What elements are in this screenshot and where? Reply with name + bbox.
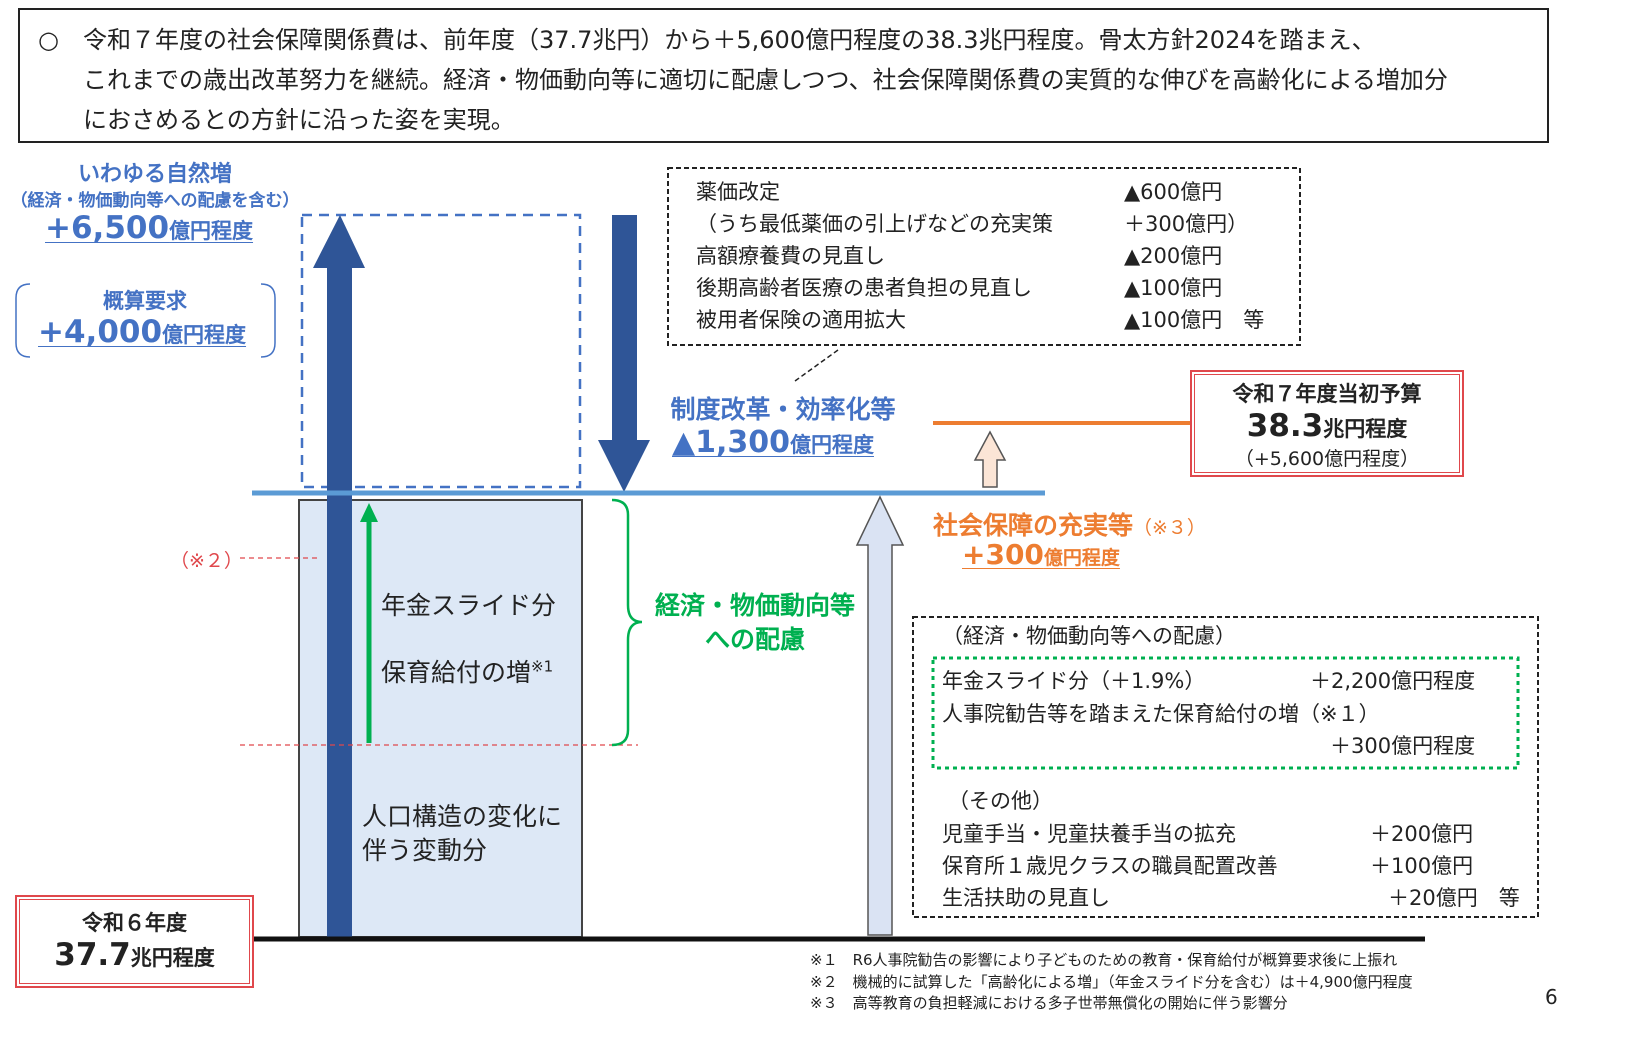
amount-unit: 億円程度 xyxy=(789,433,874,457)
page-number: 6 xyxy=(1545,985,1558,1009)
amount-unit: 億円程度 xyxy=(169,219,254,243)
reform-item-value: ▲100億円 等 xyxy=(1124,308,1265,332)
footnote: ※２ 機械的に試算した「高齢化による増」（年金スライド分を含む）は＋4,900億… xyxy=(810,972,1413,991)
footnote: ※３ 高等教育の負担軽減における多子世帯無償化の開始に伴う影響分 xyxy=(810,994,1288,1012)
reform-detail-values: ▲600億円 ＋300億円） ▲200億円 ▲100億円 ▲100億円 等 xyxy=(1124,176,1264,336)
summary-line-3: におさめるとの方針に沿った姿を実現。 xyxy=(83,106,515,134)
economy-header: （経済・物価動向等への配慮） xyxy=(942,624,1236,648)
r7-title: 令和７年度当初予算 xyxy=(1232,382,1422,406)
reform-item-value: ▲200億円 xyxy=(1124,244,1223,268)
bracket-left xyxy=(15,283,31,358)
reform-amount: ▲1,300億円程度 xyxy=(672,425,874,460)
bracket-right xyxy=(260,283,276,358)
reform-item-label: 薬価改定 xyxy=(696,180,780,204)
enhancement-title: 社会保障の充実等（※３） xyxy=(933,506,1206,542)
other-value: ＋200億円 xyxy=(1370,822,1474,846)
amount-unit: 億円程度 xyxy=(162,323,247,347)
childcare-label: 保育給付の増※1 xyxy=(381,653,553,689)
economy-inner-box xyxy=(931,656,1520,770)
amount-unit: 兆円程度 xyxy=(1323,417,1408,441)
enhancement-up-arrow-icon xyxy=(973,430,1007,488)
reform-item-label: 高額療養費の見直し xyxy=(696,244,885,268)
note: ※1 xyxy=(531,657,554,676)
reform-detail-labels: 薬価改定 （うち最低薬価の引上げなどの充実策 高額療養費の見直し 後期高齢者医療… xyxy=(696,176,1053,336)
reform-down-arrow-icon xyxy=(598,215,650,492)
other-value: ＋20億円 等 xyxy=(1388,886,1520,910)
r6-box: 令和６年度 37.7兆円程度 xyxy=(15,895,254,988)
reform-detail-box xyxy=(667,167,1301,346)
inner-value-1: ＋2,200億円程度 xyxy=(1310,669,1476,693)
label-line: 経済・物価動向等 xyxy=(654,591,855,620)
population-label: 人口構造の変化に 伴う変動分 xyxy=(362,800,562,868)
label-line: 伴う変動分 xyxy=(362,836,488,865)
amount-number: 38.3 xyxy=(1246,408,1324,444)
inner-label-1: 年金スライド分（＋1.9%） xyxy=(942,669,1206,693)
other-label: 生活扶助の見直し xyxy=(942,886,1110,910)
reform-item-value: ▲100億円 xyxy=(1124,276,1223,300)
summary-line-1: ○ 令和７年度の社会保障関係費は、前年度（37.7兆円）から＋5,600億円程度… xyxy=(38,20,1547,60)
label-text: 保育給付の増 xyxy=(381,658,532,687)
r6-title: 令和６年度 xyxy=(82,911,187,935)
natural-increase-title: いわゆる自然増 xyxy=(77,162,232,187)
footnotes: ※１ R6人事院勧告の影響により子どものための教育・保育給付が概算要求後に上振れ… xyxy=(810,950,1413,1015)
summary-box: ○ 令和７年度の社会保障関係費は、前年度（37.7兆円）から＋5,600億円程度… xyxy=(18,8,1549,143)
reform-item-value: ▲600億円 xyxy=(1124,180,1223,204)
amount-unit: 億円程度 xyxy=(1043,547,1120,569)
r7-change: （+5,600億円程度） xyxy=(1234,448,1420,470)
natural-increase-amount: +6,500億円程度 xyxy=(45,210,253,246)
inner-label-2: 人事院勧告等を踏まえた保育給付の増（※１） xyxy=(942,702,1380,726)
amount-unit: 兆円程度 xyxy=(130,946,215,970)
footnote: ※１ R6人事院勧告の影響により子どものための教育・保育給付が概算要求後に上振れ xyxy=(810,951,1398,969)
economy-label: 経済・物価動向等 への配慮 xyxy=(645,589,865,657)
bullet: ○ xyxy=(38,26,59,54)
natural-increase-subtitle: （経済・物価動向等への配慮を含む） xyxy=(10,191,300,211)
economy-detail-box xyxy=(912,616,1539,918)
r7-budget-box: 令和７年度当初予算 38.3兆円程度 （+5,600億円程度） xyxy=(1190,370,1464,477)
reform-item-label: 被用者保険の適用拡大 xyxy=(696,308,906,332)
other-value: ＋100億円 xyxy=(1370,854,1474,878)
natural-increase-arrow-icon xyxy=(313,215,365,937)
pension-green-arrow-icon xyxy=(360,503,378,522)
enhancement-amount: +300億円程度 xyxy=(962,538,1120,571)
note: （※３） xyxy=(1133,517,1206,539)
reform-item-value: ＋300億円） xyxy=(1124,212,1249,236)
natural-increase-dashed-rect xyxy=(300,213,582,489)
budget-request-title: 概算要求 xyxy=(103,289,187,313)
amount-number: ▲1,300 xyxy=(672,425,790,460)
label-line: 人口構造の変化に xyxy=(362,802,563,831)
economy-brace xyxy=(611,498,643,747)
reform-item-label: （うち最低薬価の引上げなどの充実策 xyxy=(696,212,1053,236)
amount-number: +4,000 xyxy=(38,314,163,350)
others-header: （その他） xyxy=(948,789,1053,813)
amount-number: 37.7 xyxy=(54,937,131,973)
note2-label: （※２） xyxy=(170,550,243,572)
r7-amount: 38.3兆円程度 xyxy=(1192,408,1462,444)
reform-item-label: 後期高齢者医療の患者負担の見直し xyxy=(696,276,1032,300)
reform-title: 制度改革・効率化等 xyxy=(670,395,896,424)
total-hollow-arrow-icon xyxy=(855,495,905,936)
reform-connector xyxy=(794,349,839,382)
summary-text-1: 令和７年度の社会保障関係費は、前年度（37.7兆円）から＋5,600億円程度の3… xyxy=(82,26,1376,54)
inner-value-2: ＋300億円程度 xyxy=(1330,734,1476,758)
pension-slide-label: 年金スライド分 xyxy=(381,591,557,620)
label-line: への配慮 xyxy=(704,625,805,654)
amount-number: +300 xyxy=(962,538,1044,571)
r6-amount: 37.7兆円程度 xyxy=(17,937,252,973)
title-text: 社会保障の充実等 xyxy=(933,511,1134,540)
other-label: 保育所１歳児クラスの職員配置改善 xyxy=(942,854,1278,878)
amount-number: +6,500 xyxy=(45,210,170,246)
other-label: 児童手当・児童扶養手当の拡充 xyxy=(942,822,1236,846)
summary-line-2: これまでの歳出改革努力を継続。経済・物価動向等に適切に配慮しつつ、社会保障関係費… xyxy=(83,66,1448,94)
budget-request-amount: +4,000億円程度 xyxy=(38,314,246,350)
